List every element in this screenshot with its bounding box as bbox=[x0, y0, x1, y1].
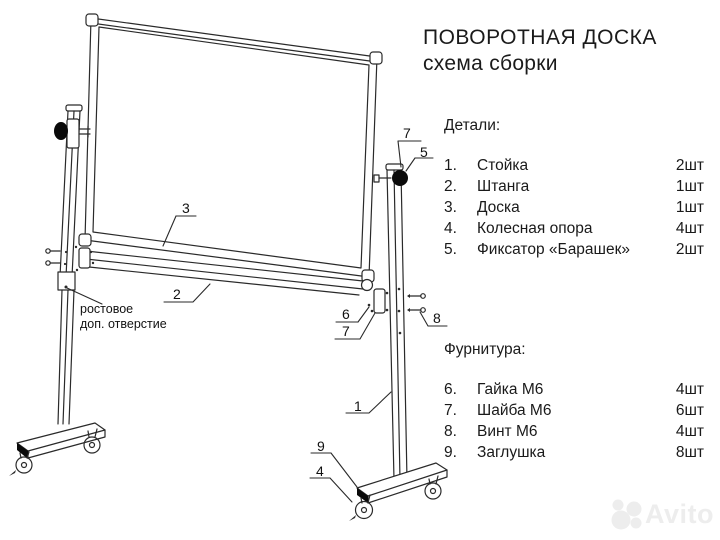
lock-knob-right bbox=[392, 170, 408, 186]
callout-5: 5 bbox=[420, 144, 428, 160]
item-quantity: 4шт bbox=[675, 423, 704, 440]
side-bolts bbox=[45, 248, 68, 266]
end-cap bbox=[357, 488, 368, 503]
annotation-line2: доп. отверстие bbox=[80, 317, 167, 331]
crossbar bbox=[74, 245, 389, 314]
height-hole-annotation: ростовое доп. отверстие bbox=[80, 302, 167, 332]
corner-cap bbox=[369, 51, 383, 65]
stand-left bbox=[45, 104, 91, 425]
parts-heading: Детали: bbox=[444, 117, 501, 134]
annotation-line1: ростовое bbox=[80, 302, 134, 316]
screws-m6 bbox=[407, 293, 426, 313]
corner-cap bbox=[85, 13, 99, 27]
callout-3: 3 bbox=[182, 200, 190, 216]
callout-4: 4 bbox=[316, 463, 324, 479]
item-quantity: 1шт bbox=[675, 178, 704, 195]
telescopic-sleeve bbox=[57, 271, 76, 291]
pivot-bolt-left bbox=[78, 125, 91, 138]
item-number: 8. bbox=[444, 423, 457, 440]
item-name: Колесная опора bbox=[477, 220, 593, 237]
hardware-list-item: 8. Винт М6 4шт bbox=[444, 423, 704, 444]
item-number: 1. bbox=[444, 157, 457, 174]
foot-left bbox=[9, 422, 106, 476]
caster-wheel bbox=[83, 428, 101, 454]
item-name: Шайба М6 bbox=[477, 402, 552, 419]
parts-list-item: 5. Фиксатор «Барашек» 2шт bbox=[444, 241, 704, 262]
caster-wheel bbox=[349, 494, 374, 521]
hardware-list-item: 7. Шайба М6 6шт bbox=[444, 402, 704, 423]
parts-list-item: 4. Колесная опора 4шт bbox=[444, 220, 704, 241]
watermark-logo bbox=[611, 499, 642, 530]
item-number: 3. bbox=[444, 199, 457, 216]
item-number: 2. bbox=[444, 178, 457, 195]
item-quantity: 6шт bbox=[675, 402, 704, 419]
hardware-list-item: 6. Гайка М6 4шт bbox=[444, 381, 704, 402]
end-cap bbox=[17, 443, 28, 459]
page-title: ПОВОРОТНАЯ ДОСКА bbox=[423, 26, 657, 49]
caster-wheel bbox=[424, 475, 442, 500]
callout-6: 6 bbox=[342, 306, 350, 322]
hardware-list-item: 9. Заглушка 8шт bbox=[444, 444, 704, 465]
item-number: 4. bbox=[444, 220, 457, 237]
caster-wheel bbox=[9, 451, 33, 476]
callout-1: 1 bbox=[354, 398, 362, 414]
item-name: Заглушка bbox=[477, 444, 546, 461]
parts-list-item: 2. Штанга 1шт bbox=[444, 178, 704, 199]
item-quantity: 2шт bbox=[675, 241, 704, 258]
item-quantity: 8шт bbox=[675, 444, 704, 461]
hardware-heading: Фурнитура: bbox=[444, 341, 526, 358]
page-subtitle: схема сборки bbox=[423, 52, 558, 75]
corner-cap bbox=[78, 233, 92, 247]
item-name: Доска bbox=[477, 199, 520, 216]
item-number: 7. bbox=[444, 402, 457, 419]
leader-lines bbox=[66, 140, 448, 503]
callout-7-top: 7 bbox=[403, 125, 411, 141]
item-number: 6. bbox=[444, 381, 457, 398]
board bbox=[78, 13, 383, 283]
callout-2: 2 bbox=[173, 286, 181, 302]
parts-list-item: 3. Доска 1шт bbox=[444, 199, 704, 220]
item-name: Стойка bbox=[477, 157, 529, 174]
item-name: Фиксатор «Барашек» bbox=[477, 241, 631, 258]
parts-list: 1. Стойка 2шт 2. Штанга 1шт 3. Доска 1шт… bbox=[444, 157, 704, 262]
parts-list-item: 1. Стойка 2шт bbox=[444, 157, 704, 178]
item-name: Винт М6 bbox=[477, 423, 538, 440]
item-quantity: 4шт bbox=[675, 381, 704, 398]
item-number: 9. bbox=[444, 444, 457, 461]
mount-plate-left bbox=[78, 247, 91, 269]
annotation-leader bbox=[66, 287, 103, 305]
item-number: 5. bbox=[444, 241, 457, 258]
foot-right bbox=[349, 462, 448, 521]
callout-8: 8 bbox=[433, 310, 441, 326]
callout-7-bottom: 7 bbox=[342, 323, 350, 339]
watermark-text: Avito bbox=[645, 499, 714, 529]
item-name: Штанга bbox=[477, 178, 530, 195]
item-quantity: 4шт bbox=[675, 220, 704, 237]
mount-plate-right bbox=[373, 288, 386, 314]
stand-right bbox=[373, 163, 426, 481]
callout-9: 9 bbox=[317, 438, 325, 454]
hardware-list: 6. Гайка М6 4шт 7. Шайба М6 6шт 8. Винт … bbox=[444, 381, 704, 465]
item-name: Гайка М6 bbox=[477, 381, 544, 398]
item-quantity: 1шт bbox=[675, 199, 704, 216]
lock-knob-left bbox=[54, 122, 68, 140]
item-quantity: 2шт bbox=[675, 157, 704, 174]
